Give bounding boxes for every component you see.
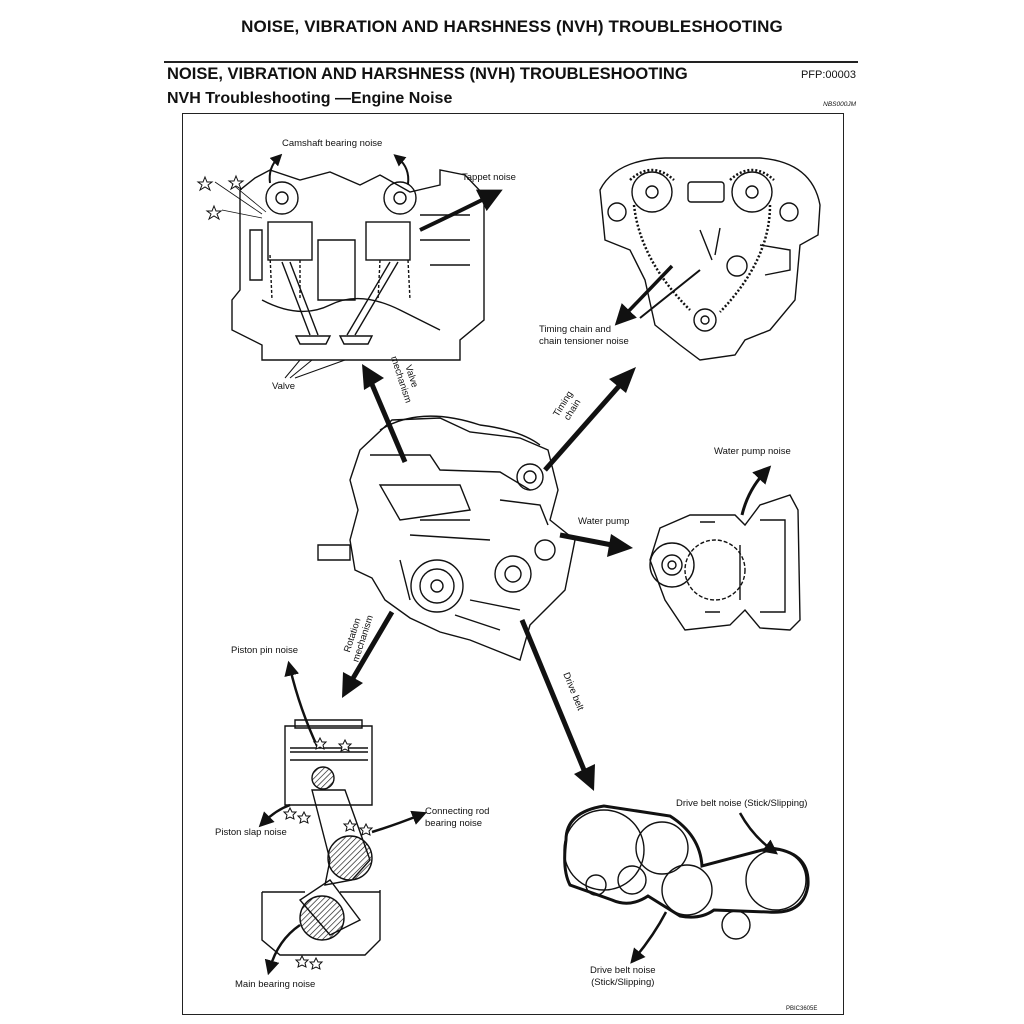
header-rule: [164, 61, 858, 63]
label-drive-belt-noise-bottom: Drive belt noise(Stick/Slipping): [590, 965, 656, 988]
branch-arrows: [342, 364, 636, 791]
page-title: NOISE, VIBRATION AND HARSHNESS (NVH) TRO…: [241, 17, 783, 36]
subsection-title: NVH Troubleshooting —Engine Noise: [167, 90, 453, 107]
figure-code: PBIC3605E: [786, 1006, 818, 1012]
pfp-code: PFP:00003: [800, 69, 856, 81]
water-pump-illustration: [649, 494, 801, 631]
drive-belt-illustration: [563, 804, 810, 940]
camshaft-noise-arrows: [214, 153, 503, 379]
cylinder-head-illustration: [231, 169, 485, 361]
figure-frame: [182, 113, 844, 1015]
label-main-bearing-noise: Main bearing noise: [235, 979, 316, 990]
label-piston-pin-noise: Piston pin noise: [231, 645, 299, 656]
star-markers-valve: [196, 174, 245, 221]
section-title: NOISE, VIBRATION AND HARSHNESS (NVH) TRO…: [167, 65, 688, 83]
piston-noise-arrows: [258, 660, 427, 976]
label-piston-slap-noise: Piston slap noise: [215, 827, 287, 838]
belt-noise-arrows: [630, 812, 778, 964]
label-water-pump-noise: Water pump noise: [714, 446, 791, 457]
star-markers-piston: [282, 736, 374, 970]
label-drive-belt-noise-top: Drive belt noise (Stick/Slipping): [676, 798, 808, 809]
timing-chain-illustration: [599, 157, 821, 361]
timing-noise-arrows: [614, 264, 701, 326]
piston-illustration: [261, 719, 381, 956]
water-pump-noise-arrow: [740, 465, 772, 516]
engine-illustration: [317, 415, 576, 661]
label-camshaft-bearing-noise: Camshaft bearing noise: [282, 138, 383, 149]
label-valve: Valve: [272, 381, 296, 392]
label-tappet-noise: Tappet noise: [462, 172, 516, 183]
reference-code: NBS000JM: [823, 101, 856, 108]
label-water-pump: Water pump: [578, 516, 630, 527]
